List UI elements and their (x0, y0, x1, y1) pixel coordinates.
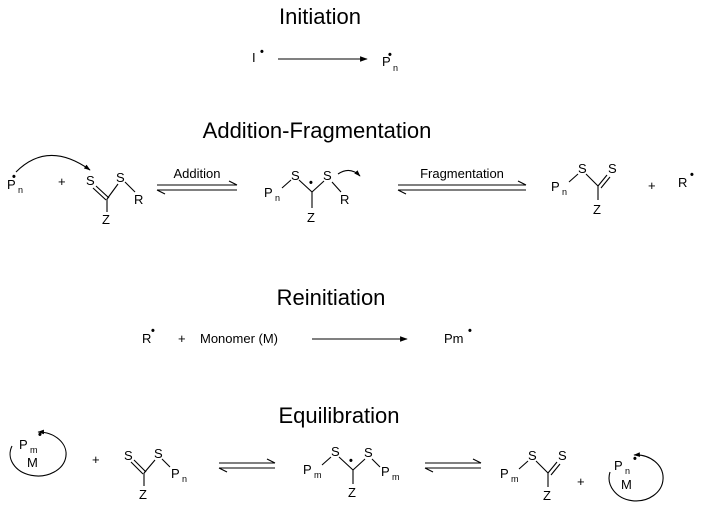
svg-text:S: S (116, 170, 125, 185)
raft-agent: S S R Z (86, 170, 143, 227)
svg-text:P: P (264, 185, 273, 200)
svg-text:Z: Z (307, 210, 315, 225)
svg-text:P: P (303, 462, 312, 477)
svg-text:+: + (92, 452, 100, 467)
svg-text:•: • (690, 169, 694, 181)
radical-dot: • (260, 46, 264, 58)
macro-raft-Pm: P m S S Z (500, 448, 567, 503)
svg-text:P: P (19, 437, 28, 452)
svg-text:S: S (558, 448, 567, 463)
Pn-radical: P (382, 54, 391, 69)
svg-text:S: S (154, 446, 163, 461)
svg-text:+: + (648, 178, 656, 193)
svg-text:M: M (621, 477, 632, 492)
svg-text:P: P (171, 466, 180, 481)
initiator-I: I (252, 50, 256, 65)
monomer-label: Monomer (M) (200, 331, 278, 346)
svg-text:n: n (18, 185, 23, 195)
svg-text:•: • (349, 455, 353, 467)
svg-text:R: R (340, 192, 349, 207)
svg-text:R: R (134, 192, 143, 207)
reinitiation-step: R • + Monomer (M) Pm • (142, 325, 472, 346)
svg-text:•: • (468, 325, 472, 337)
heading-equilibration: Equilibration (278, 403, 399, 428)
svg-text:Z: Z (102, 212, 110, 227)
svg-text:S: S (124, 448, 133, 463)
addfrag-step: P n • + S S R Z Addition P n S (7, 154, 694, 227)
svg-text:R: R (142, 331, 151, 346)
svg-text:S: S (528, 448, 537, 463)
svg-text:S: S (608, 161, 617, 176)
Pn-radical: P (7, 177, 16, 192)
svg-text:n: n (625, 466, 630, 476)
svg-text:S: S (323, 168, 332, 183)
fragmentation-curved-arrow (337, 169, 361, 177)
Pm-radical: Pm (444, 331, 464, 346)
svg-text:Z: Z (543, 488, 551, 503)
svg-text:S: S (578, 161, 587, 176)
heading-initiation: Initiation (279, 4, 361, 29)
svg-text:S: S (86, 173, 95, 188)
heading-addition-fragmentation: Addition-Fragmentation (203, 118, 432, 143)
intermediate-radical: P n S • S R Z (264, 168, 361, 225)
R-radical: R (678, 175, 687, 190)
equilibration-intermediate: P m S • S P m Z (303, 444, 400, 500)
svg-text:•: • (38, 429, 42, 441)
svg-text:m: m (314, 470, 322, 480)
equilibration-step: P m • M + S S P n Z P m S (9, 429, 664, 503)
svg-text:Z: Z (139, 487, 147, 502)
svg-text:P: P (551, 179, 560, 194)
macro-raft-agent: P n S S Z (551, 161, 617, 217)
svg-text:m: m (392, 472, 400, 482)
svg-text:•: • (309, 177, 313, 189)
svg-text:n: n (275, 193, 280, 203)
macro-raft-Pn: S S P n Z (124, 446, 187, 502)
svg-text:S: S (291, 168, 300, 183)
svg-text:S: S (364, 445, 373, 460)
svg-text:+: + (178, 331, 186, 346)
svg-text:+: + (577, 474, 585, 489)
initiation-step: I • P n • (252, 46, 398, 73)
svg-text:•: • (633, 453, 637, 465)
Pn-propagating-radical: P n • M (608, 452, 664, 502)
svg-text:Z: Z (348, 485, 356, 500)
svg-text:M: M (27, 455, 38, 470)
label-fragmentation: Fragmentation (420, 166, 504, 181)
svg-text:m: m (511, 474, 519, 484)
svg-text:m: m (30, 445, 38, 455)
svg-text:P: P (500, 466, 509, 481)
heading-reinitiation: Reinitiation (277, 285, 386, 310)
plus-sign: + (58, 174, 66, 189)
attack-curved-arrow (15, 154, 91, 173)
svg-text:n: n (393, 63, 398, 73)
svg-text:•: • (12, 171, 16, 183)
svg-text:n: n (182, 474, 187, 484)
svg-text:P: P (614, 458, 623, 473)
svg-text:P: P (381, 464, 390, 479)
label-addition: Addition (174, 166, 221, 181)
svg-text:•: • (388, 49, 392, 61)
Pm-propagating-radical: P m • M (9, 429, 67, 477)
svg-text:Z: Z (593, 202, 601, 217)
svg-text:n: n (562, 187, 567, 197)
svg-text:•: • (151, 325, 155, 337)
svg-text:S: S (331, 444, 340, 459)
